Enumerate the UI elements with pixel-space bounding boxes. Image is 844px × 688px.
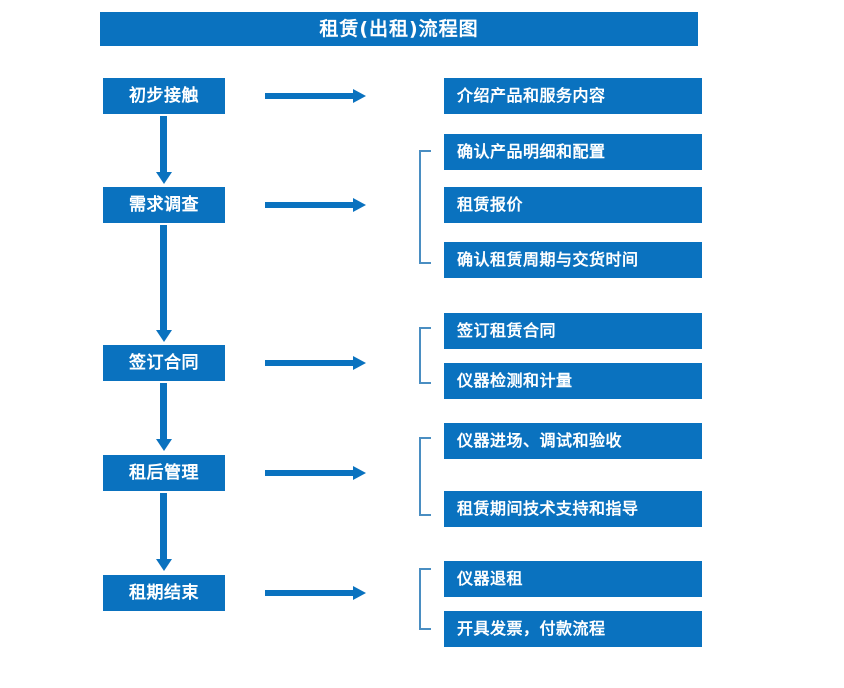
horizontal-arrow-4	[265, 470, 353, 476]
group-bracket-post-rental-management	[419, 437, 431, 516]
group-bracket-needs-survey	[419, 150, 431, 264]
horizontal-arrow-1	[265, 93, 353, 99]
stage-box-rental-end[interactable]: 租期结束	[103, 575, 225, 611]
stage-box-post-rental-management[interactable]: 租后管理	[103, 455, 225, 491]
stage-box-initial-contact[interactable]: 初步接触	[103, 78, 225, 114]
group-bracket-sign-contract	[419, 327, 431, 384]
horizontal-arrow-3	[265, 360, 353, 366]
stage-box-sign-contract[interactable]: 签订合同	[103, 345, 225, 381]
detail-box-sign-rental-contract[interactable]: 签订租赁合同	[444, 313, 702, 349]
detail-box-technical-support[interactable]: 租赁期间技术支持和指导	[444, 491, 702, 527]
horizontal-arrow-5	[265, 590, 353, 596]
detail-box-rental-quotation[interactable]: 租赁报价	[444, 187, 702, 223]
detail-box-instrument-return[interactable]: 仪器退租	[444, 561, 702, 597]
vertical-arrow-2	[160, 225, 167, 331]
chart-title: 租赁(出租)流程图	[100, 12, 698, 46]
detail-box-confirm-product-details[interactable]: 确认产品明细和配置	[444, 134, 702, 170]
vertical-arrow-1	[160, 116, 167, 173]
detail-box-invoice-payment[interactable]: 开具发票，付款流程	[444, 611, 702, 647]
vertical-arrow-4	[160, 493, 167, 560]
detail-box-instrument-installation[interactable]: 仪器进场、调试和验收	[444, 423, 702, 459]
detail-box-introduce-products[interactable]: 介绍产品和服务内容	[444, 78, 702, 114]
horizontal-arrow-2	[265, 202, 353, 208]
detail-box-instrument-inspection[interactable]: 仪器检测和计量	[444, 363, 702, 399]
group-bracket-rental-end	[419, 568, 431, 630]
detail-box-confirm-period-delivery[interactable]: 确认租赁周期与交货时间	[444, 242, 702, 278]
stage-box-needs-survey[interactable]: 需求调查	[103, 187, 225, 223]
vertical-arrow-3	[160, 383, 167, 440]
